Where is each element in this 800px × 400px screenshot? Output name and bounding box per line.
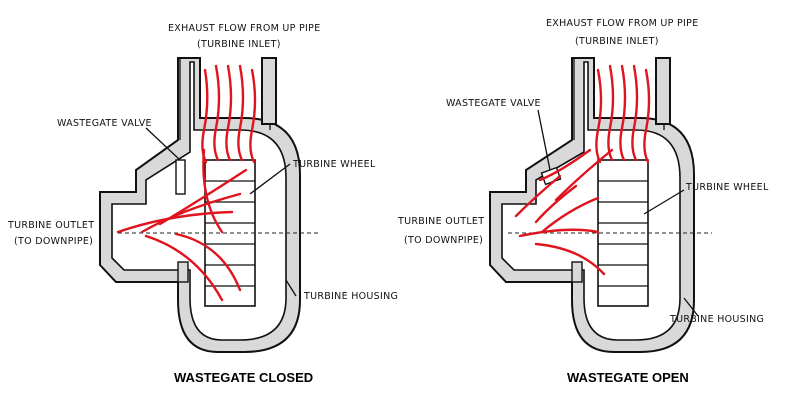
open-housing-label: TURBINE HOUSING [669,314,764,325]
closed-outlet-label-line2: (TO DOWNPIPE) [14,236,93,247]
closed-valve-label: WASTEGATE VALVE [57,118,152,129]
closed-outlet-label-line1: TURBINE OUTLET [7,220,94,231]
closed-housing-label: TURBINE HOUSING [303,291,398,302]
closed-wheel-label: TURBINE WHEEL [292,159,376,170]
closed-inlet-label-line2: (TURBINE INLET) [197,39,281,50]
closed-diagram: EXHAUST FLOW FROM UP PIPE (TURBINE INLET… [7,23,398,385]
closed-wheel-leader [249,163,291,195]
open-inlet-label-line1: EXHAUST FLOW FROM UP PIPE [546,18,699,29]
open-wheel-label: TURBINE WHEEL [685,182,769,193]
closed-exhaust-flow [116,64,257,302]
closed-valve-leader [145,127,181,161]
closed-inlet-pipe-right [261,57,277,125]
open-inlet-label-line2: (TURBINE INLET) [575,36,659,47]
open-valve-leader [537,109,551,171]
closed-inlet-label-line1: EXHAUST FLOW FROM UP PIPE [168,23,321,34]
open-valve-label: WASTEGATE VALVE [446,98,541,109]
closed-valve-seat [177,261,189,283]
closed-caption: WASTEGATE CLOSED [174,370,313,385]
open-diagram: EXHAUST FLOW FROM UP PIPE (TURBINE INLET… [397,18,769,385]
closed-housing-leader [285,279,297,297]
open-caption: WASTEGATE OPEN [567,370,689,385]
open-housing-leader [683,297,699,317]
open-exhaust-flow [514,64,651,276]
open-inlet-pipe-right [655,57,671,125]
closed-wastegate-valve [175,159,186,195]
open-outlet-label-line2: (TO DOWNPIPE) [404,235,483,246]
open-valve-seat [571,261,583,283]
open-wheel-leader [643,189,685,215]
open-outlet-label-line1: TURBINE OUTLET [397,216,484,227]
